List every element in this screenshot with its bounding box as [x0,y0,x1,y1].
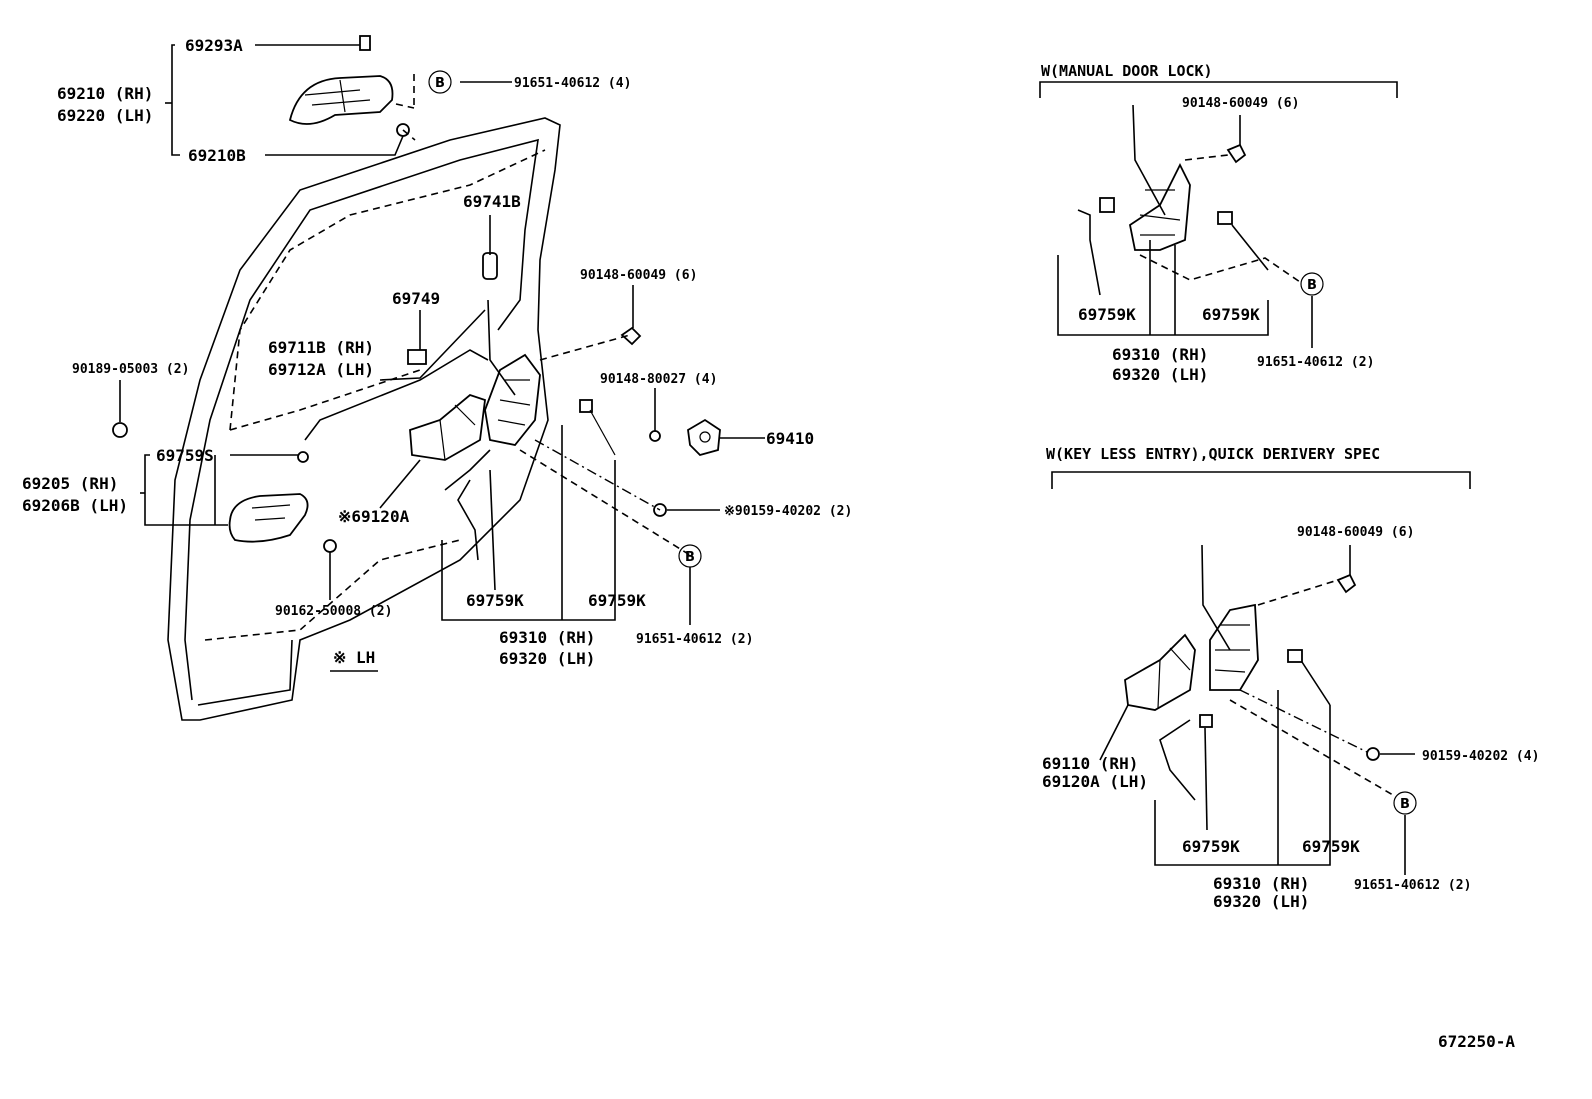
part-label-69205: 69205 (RH) [22,474,118,493]
part-label-90148-80027: 90148-80027 (4) [600,372,717,387]
manual-label-90148-60049: 90148-60049 (6) [1182,96,1299,111]
door-panel-outline [167,117,561,721]
part-label-90159-40202-main: ※90159-40202 (2) [724,504,852,519]
part-label-69210B: 69210B [188,146,246,165]
keyless-label-69759K-2: 69759K [1302,837,1360,856]
keyless-bracket [1051,471,1471,489]
part-label-69310-main: 69310 (RH) [499,628,595,647]
keyless-header: W(KEY LESS ENTRY),QUICK DERIVERY SPEC [1046,445,1380,463]
part-label-69741B: 69741B [463,192,521,211]
part-label-69759S: 69759S [156,446,214,465]
keyless-label-69320: 69320 (LH) [1213,892,1309,911]
keyless-label-69759K-1: 69759K [1182,837,1240,856]
ref-mark-text: B [1307,278,1317,293]
keyless-latch [1159,544,1380,801]
inside-handle [228,493,309,543]
part-label-69120A-main: ※69120A [338,507,410,526]
manual-label-69320: 69320 (LH) [1112,365,1208,384]
keyless-label-90148-60049: 90148-60049 (6) [1297,525,1414,540]
main-leader-lines [119,44,765,625]
lock-striker [687,418,721,457]
ref-mark-text: B [685,550,695,565]
ref-mark-b-1: B [428,70,452,94]
manual-label-91651-40612: 91651-40612 (2) [1257,355,1374,370]
ref-mark-b-4: B [1393,791,1417,815]
part-label-69220: 69220 (LH) [57,106,153,125]
part-label-91651-40612-4: 91651-40612 (4) [514,76,631,91]
part-label-69711B: 69711B (RH) [268,338,374,357]
screw-leader-lines [519,334,691,556]
part-label-69320-main: 69320 (LH) [499,649,595,668]
keyless-label-69120A: 69120A (LH) [1042,772,1148,791]
part-label-91651-40612-main: 91651-40612 (2) [636,632,753,647]
part-label-90162-50008: 90162-50008 (2) [275,604,392,619]
part-label-69749: 69749 [392,289,440,308]
note-lh: ※ LH [333,648,375,667]
figure-id: 672250-A [1438,1032,1515,1051]
manual-label-69759K-2: 69759K [1202,305,1260,324]
ref-mark-text: B [1400,797,1410,812]
part-label-90189-05003: 90189-05003 (2) [72,362,189,377]
manual-label-69310: 69310 (RH) [1112,345,1208,364]
manual-lock-leaders [1057,115,1313,348]
part-label-69712A: 69712A (LH) [268,360,374,379]
manual-label-69759K-1: 69759K [1078,305,1136,324]
manual-lock-bracket [1039,81,1398,98]
lock-rods [304,299,516,561]
manual-lock-latch [1077,104,1247,296]
keyless-label-90159-40202: 90159-40202 (4) [1422,749,1539,764]
part-label-69210: 69210 (RH) [57,84,153,103]
ref-mark-b-2: B [678,544,702,568]
ref-mark-text: B [435,76,445,91]
keyless-actuator [1124,633,1196,711]
part-label-69410: 69410 [766,429,814,448]
lock-actuator [409,393,486,461]
door-lock-latch [484,353,541,446]
keyless-label-91651-40612: 91651-40612 (2) [1354,878,1471,893]
part-label-69293A: 69293A [185,36,243,55]
ref-mark-b-3: B [1300,272,1324,296]
keyless-label-69310: 69310 (RH) [1213,874,1309,893]
part-label-69759K-main-2: 69759K [588,591,646,610]
outside-handle [288,35,416,141]
part-label-90148-60049-main: 90148-60049 (6) [580,268,697,283]
part-label-69206B: 69206B (LH) [22,496,128,515]
part-label-69759K-main-1: 69759K [466,591,524,610]
keyless-leaders [1099,545,1415,875]
keyless-label-69110: 69110 (RH) [1042,754,1138,773]
manual-lock-header: W(MANUAL DOOR LOCK) [1041,62,1213,80]
